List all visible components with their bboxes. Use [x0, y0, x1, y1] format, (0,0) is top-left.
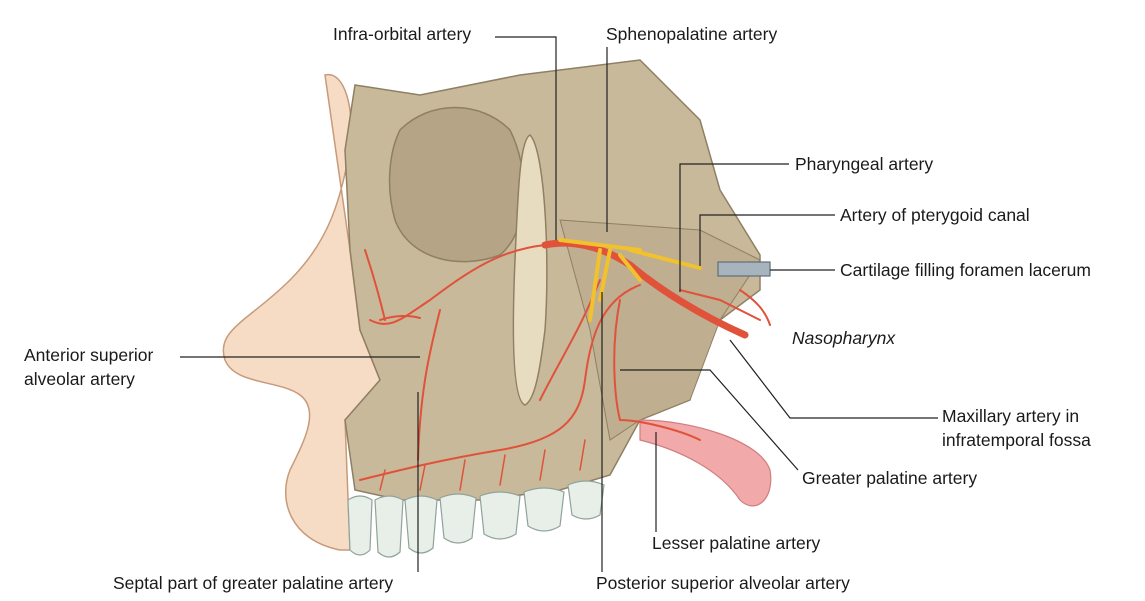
- label-infra-orbital-artery: Infra-orbital artery: [333, 24, 472, 44]
- soft-palate: [639, 419, 772, 507]
- label-artery-of-pterygoid-canal: Artery of pterygoid canal: [840, 205, 1030, 225]
- label-lesser-palatine-artery: Lesser palatine artery: [652, 533, 821, 553]
- label-septal-part-greater-palatine: Septal part of greater palatine artery: [113, 573, 394, 593]
- label-pharyngeal-artery: Pharyngeal artery: [795, 154, 934, 174]
- label-nasopharynx: Nasopharynx: [792, 328, 896, 348]
- label-sphenopalatine-artery: Sphenopalatine artery: [606, 24, 778, 44]
- nerves: [558, 238, 702, 322]
- pterygoid-region: [559, 219, 761, 441]
- label-cartilage-foramen-lacerum: Cartilage filling foramen lacerum: [840, 260, 1091, 280]
- label-posterior-superior-alveolar-artery: Posterior superior alveolar artery: [596, 573, 850, 593]
- label-anterior-superior-alveolar-line1: Anterior superior: [24, 345, 154, 365]
- label-anterior-superior-alveolar-line2: alveolar artery: [24, 369, 135, 389]
- label-greater-palatine-artery: Greater palatine artery: [802, 468, 978, 488]
- cartilage-block: [717, 261, 771, 277]
- leader-lines: [180, 36, 938, 572]
- orbit: [388, 106, 525, 263]
- label-maxillary-artery-line1: Maxillary artery in: [942, 406, 1080, 426]
- label-maxillary-artery-line2: infratemporal fossa: [942, 430, 1091, 450]
- perpendicular-plate: [512, 134, 548, 406]
- teeth: [347, 480, 605, 558]
